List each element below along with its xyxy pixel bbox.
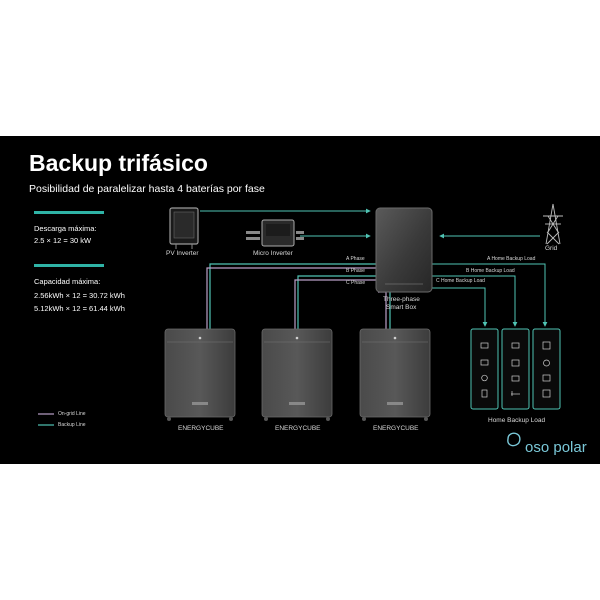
- pv-inverter-label: PV Inverter: [166, 250, 199, 257]
- battery-unit-3: [359, 328, 431, 421]
- backup-load-lines: [432, 263, 548, 327]
- pv-inverter-device: [169, 207, 199, 249]
- brand-logo-icon: [507, 432, 521, 447]
- grid-label: Grid: [545, 245, 558, 252]
- legend-on-grid: On-grid Line: [58, 411, 86, 417]
- capacity-value-2: 5.12kWh × 12 = 61.44 kWh: [34, 304, 125, 313]
- legend-swatches: [38, 413, 54, 426]
- legend-backup: Backup Line: [58, 422, 86, 428]
- slide: Backup trifásico Posibilidad de paraleli…: [0, 136, 600, 464]
- battery-unit-2: [261, 328, 333, 421]
- home-backup-load-label: Home Backup Load: [488, 417, 546, 424]
- smart-box-label-line2: Smart Box: [386, 304, 417, 311]
- battery-label-2: ENERGYCUBE: [275, 425, 321, 432]
- micro-inverter-device: [246, 219, 304, 247]
- grid-tower-icon: [543, 203, 563, 245]
- phase-a-label: A Phase: [346, 256, 365, 262]
- capacity-value-1: 2.56kWh × 12 = 30.72 kWh: [34, 291, 125, 300]
- phase-c-load-label: C Home Backup Load: [436, 278, 485, 284]
- micro-inverter-label: Micro Inverter: [253, 250, 293, 257]
- phase-c-label: C Phase: [346, 280, 366, 286]
- system-diagram: [38, 203, 563, 447]
- battery-label-1: ENERGYCUBE: [178, 425, 224, 432]
- page-subtitle: Posibilidad de paralelizar hasta 4 bater…: [29, 183, 265, 195]
- accent-bar: [34, 264, 104, 267]
- accent-bar: [34, 211, 104, 214]
- brand-name: oso polar: [525, 439, 587, 456]
- home-backup-load-panels: [470, 328, 561, 410]
- discharge-value: 2.5 × 12 = 30 kW: [34, 236, 92, 245]
- on-grid-lines: [200, 208, 371, 239]
- phase-a-load-label: A Home Backup Load: [487, 256, 536, 262]
- capacity-label: Capacidad máxima:: [34, 277, 101, 286]
- battery-label-3: ENERGYCUBE: [373, 425, 419, 432]
- smart-box-label-line1: Three-phase: [383, 296, 420, 303]
- page-title: Backup trifásico: [29, 150, 208, 176]
- smart-box-device: [375, 207, 433, 293]
- battery-unit-1: [164, 328, 236, 421]
- phase-lines: [206, 263, 391, 329]
- phase-b-load-label: B Home Backup Load: [466, 268, 515, 274]
- discharge-label: Descarga máxima:: [34, 224, 97, 233]
- phase-b-label: B Phase: [346, 268, 365, 274]
